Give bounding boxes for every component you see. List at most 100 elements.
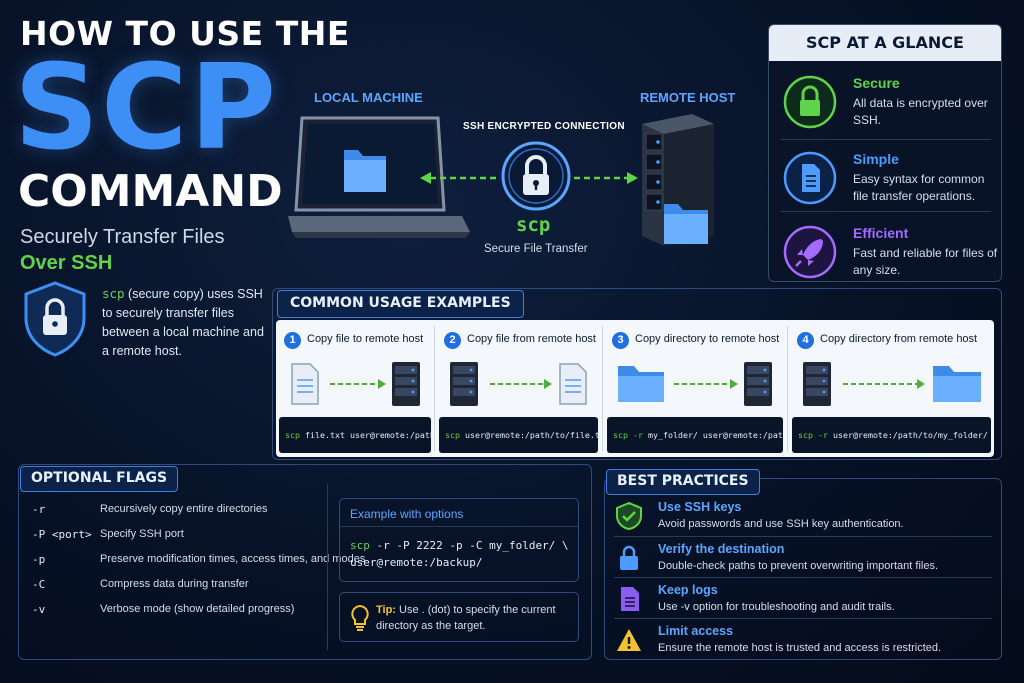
- title-line-1: HOW TO USE THE: [20, 14, 350, 53]
- divider: [602, 326, 603, 451]
- laptop-icon: [288, 116, 470, 238]
- ssh-connection-label: SSH ENCRYPTED CONNECTION: [463, 121, 625, 132]
- lock-icon: [783, 75, 837, 129]
- best-practice-title: Use SSH keys: [658, 500, 742, 514]
- warning-icon: [617, 629, 641, 651]
- step-number: 3: [612, 332, 629, 349]
- best-practice-item: Limit access Ensure the remote host is t…: [610, 622, 998, 662]
- divider: [340, 526, 578, 527]
- best-practices-heading: BEST PRACTICES: [606, 469, 760, 495]
- shield-lock-icon: [24, 281, 86, 357]
- tip-text: Tip: Use . (dot) to specify the current …: [376, 604, 556, 632]
- server-to-file-icon: [450, 362, 587, 406]
- usage-command: scp -r my_folder/ user@remote:/path/to/: [607, 417, 783, 453]
- subtitle: Securely Transfer Files: [20, 226, 225, 248]
- usage-frame: [272, 288, 1002, 460]
- subtitle-ssh: Over SSH: [20, 252, 113, 274]
- usage-panel: 1 Copy file to remote host scp file.txt …: [276, 320, 994, 457]
- title-command: COMMAND: [18, 166, 283, 217]
- step-number: 1: [284, 332, 301, 349]
- flag-key: -v: [32, 603, 46, 616]
- flag-desc: Verbose mode (show detailed progress): [100, 603, 295, 615]
- glance-desc: Easy syntax for common file transfer ope…: [853, 172, 985, 203]
- best-practice-item: Verify the destination Double-check path…: [610, 540, 998, 580]
- intro-text: scp (secure copy) uses SSH to securely t…: [102, 286, 264, 358]
- divider: [781, 211, 991, 212]
- usage-example-3: 3 Copy directory to remote host scp -r m…: [604, 320, 786, 457]
- best-practice-desc: Double-check paths to prevent overwritin…: [658, 560, 939, 572]
- lock-icon: [501, 141, 571, 211]
- usage-command: scp -r user@remote:/path/to/my_folder/ .: [792, 417, 991, 453]
- flag-desc: Preserve modification times, access time…: [100, 553, 366, 565]
- divider: [781, 139, 991, 140]
- local-machine-label: LOCAL MACHINE: [314, 90, 423, 105]
- glance-item-secure: Secure All data is encrypted over SSH.: [769, 67, 1001, 139]
- flag-desc: Recursively copy entire directories: [100, 503, 268, 515]
- divider: [327, 484, 328, 650]
- step-number: 4: [797, 332, 814, 349]
- divider: [614, 536, 992, 537]
- flag-key: -r: [32, 503, 46, 516]
- divider: [614, 618, 992, 619]
- divider: [434, 326, 435, 451]
- example-with-options-box: Example with options scp -r -P 2222 -p -…: [339, 498, 579, 582]
- flag-desc: Specify SSH port: [100, 528, 184, 540]
- document-icon: [783, 151, 837, 205]
- usage-title: Copy directory from remote host: [820, 333, 978, 345]
- flag-key: -p: [32, 553, 46, 566]
- divider: [614, 577, 992, 578]
- usage-example-2: 2 Copy file from remote host scp user@re…: [436, 320, 601, 457]
- shield-check-icon: [616, 502, 642, 530]
- best-practice-item: Use SSH keys Avoid passwords and use SSH…: [610, 498, 998, 538]
- folder-to-server-icon: [618, 362, 772, 406]
- flag-key: -P <port>: [32, 528, 92, 541]
- file-to-server-icon: [291, 362, 420, 406]
- optional-flags-heading: OPTIONAL FLAGS: [20, 466, 179, 492]
- usage-heading: COMMON USAGE EXAMPLES: [277, 290, 524, 318]
- usage-command: scp file.txt user@remote:/path/to/: [279, 417, 431, 453]
- best-practice-desc: Use -v option for troubleshooting and au…: [658, 601, 895, 613]
- server-to-folder-icon: [803, 362, 981, 406]
- log-document-icon: [621, 587, 639, 611]
- glance-title: Secure: [853, 75, 900, 91]
- flag-key: -C: [32, 578, 46, 591]
- optional-flags-frame: [18, 464, 592, 660]
- usage-example-4: 4 Copy directory from remote host scp -r…: [789, 320, 994, 457]
- best-practice-desc: Ensure the remote host is trusted and ac…: [658, 642, 942, 654]
- glance-title: Efficient: [853, 225, 909, 241]
- best-practices-frame: [604, 478, 1002, 660]
- usage-command: scp user@remote:/path/to/file.txt .: [439, 417, 598, 453]
- server-icon: [642, 114, 714, 246]
- step-number: 2: [444, 332, 461, 349]
- lock-icon: [620, 545, 638, 570]
- lightbulb-icon: [351, 604, 369, 631]
- remote-host-label: REMOTE HOST: [640, 90, 736, 105]
- best-practice-desc: Avoid passwords and use SSH key authenti…: [658, 518, 904, 530]
- glance-item-efficient: Efficient Fast and reliable for files of…: [769, 217, 1001, 289]
- example-command: scp -r -P 2222 -p -C my_folder/ \ user@r…: [350, 539, 569, 569]
- glance-title: Simple: [853, 151, 899, 167]
- best-practice-title: Limit access: [658, 624, 734, 638]
- rocket-icon: [783, 225, 837, 279]
- usage-title: Copy directory to remote host: [635, 333, 780, 345]
- usage-title: Copy file from remote host: [467, 333, 596, 345]
- usage-title: Copy file to remote host: [307, 333, 424, 345]
- scp-center-subtitle: Secure File Transfer: [484, 243, 588, 255]
- scp-at-a-glance-panel: SCP AT A GLANCE Secure All data is encry…: [768, 24, 1002, 282]
- best-practice-title: Keep logs: [658, 583, 718, 597]
- glance-item-simple: Simple Easy syntax for common file trans…: [769, 143, 1001, 215]
- arrow-right-icon: [574, 172, 638, 184]
- usage-example-1: 1 Copy file to remote host scp file.txt …: [276, 320, 434, 457]
- glance-heading: SCP AT A GLANCE: [769, 25, 1001, 61]
- flag-desc: Compress data during transfer: [100, 578, 249, 590]
- divider: [787, 326, 788, 451]
- best-practice-title: Verify the destination: [658, 542, 785, 556]
- title-scp: SCP: [14, 38, 279, 176]
- example-title: Example with options: [350, 507, 464, 521]
- scp-center-label: scp: [516, 214, 551, 236]
- best-practice-item: Keep logs Use -v option for troubleshoot…: [610, 581, 998, 621]
- arrow-left-icon: [420, 172, 498, 184]
- glance-desc: All data is encrypted over SSH.: [853, 96, 988, 127]
- tip-box: Tip: Use . (dot) to specify the current …: [339, 592, 579, 642]
- glance-desc: Fast and reliable for files of any size.: [853, 246, 998, 277]
